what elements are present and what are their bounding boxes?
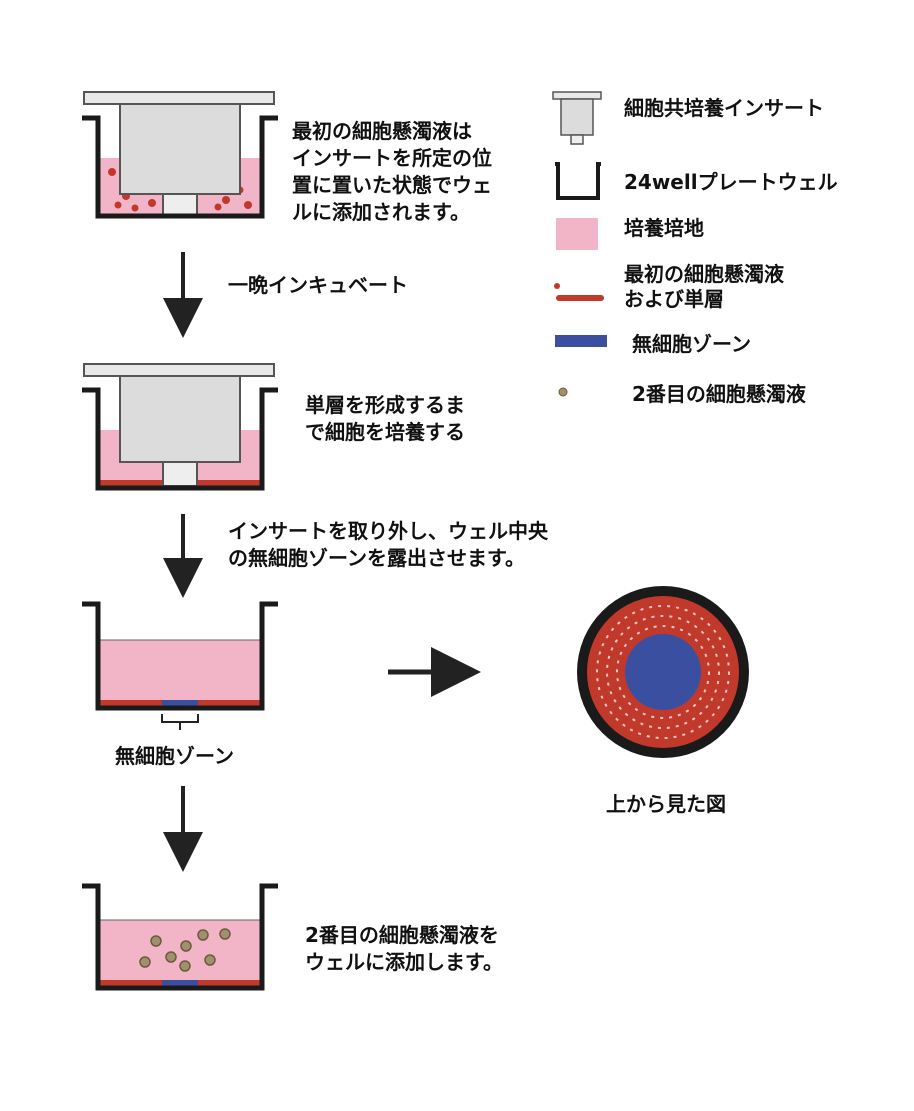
step1-well-diagram [82,91,278,219]
arrow2-label: インサートを取り外し、ウェル中央 の無細胞ゾーンを露出させます。 [228,519,548,570]
top-view-cell-texture [596,605,730,739]
step2-well-diagram [82,363,278,491]
step4-medium [99,919,261,987]
step4-monolayer [100,980,260,986]
legend-zone-icon [555,335,607,347]
legend-insert-label: 細胞共培養インサート [624,96,824,120]
step4-well-diagram [82,883,278,991]
legend-insert-icon [552,91,602,145]
top-view-diagram [577,586,749,758]
legend-suspension-icon [554,283,604,301]
step3-well-wall [82,601,278,711]
legend-well-icon [555,162,601,200]
step1-insert-foot [162,193,198,217]
top-view-label: 上から見た図 [606,792,726,816]
legend-well-label: 24wellプレートウェル [624,170,838,194]
step4-second-cells [139,928,231,972]
arrow1-label: 一晩インキュベート [228,273,408,297]
step3-cell-free-zone [162,700,198,706]
step3-medium [99,639,261,707]
step3-monolayer [100,700,260,706]
legend-icons [552,91,607,397]
legend-zone-label: 無細胞ゾーン [632,332,751,356]
step4-description: 2番目の細胞懸濁液を ウェルに添加します。 [305,923,503,974]
top-view-cell-free-zone [625,634,701,710]
step4-cell-free-zone [162,980,198,986]
step4-well-wall [82,883,278,991]
step1-description: 最初の細胞懸濁液は インサートを所定の位 置に置いた状態でウェ ルに添加されます… [292,119,492,224]
step2-insert-lid [83,363,275,377]
legend-second-suspension-label: 2番目の細胞懸濁液 [632,382,806,406]
step3-well-diagram [82,601,278,730]
legend-second-cell-icon [558,387,568,397]
step2-well-wall [82,387,278,491]
step2-monolayer [100,480,260,486]
cell-free-zone-label: 無細胞ゾーン [115,744,234,768]
legend-medium-icon [556,218,598,250]
step1-insert-body [119,103,241,195]
step2-insert-body [119,375,241,463]
step1-well-wall [82,115,278,219]
step1-insert-lid [83,91,275,105]
step2-description: 単層を形成するま で細胞を培養する [305,393,465,444]
step2-insert-foot [162,461,198,487]
legend-medium-label: 培養培地 [624,216,704,240]
zone-bracket [161,714,199,730]
legend-suspension-label: 最初の細胞懸濁液 および単層 [624,262,784,311]
